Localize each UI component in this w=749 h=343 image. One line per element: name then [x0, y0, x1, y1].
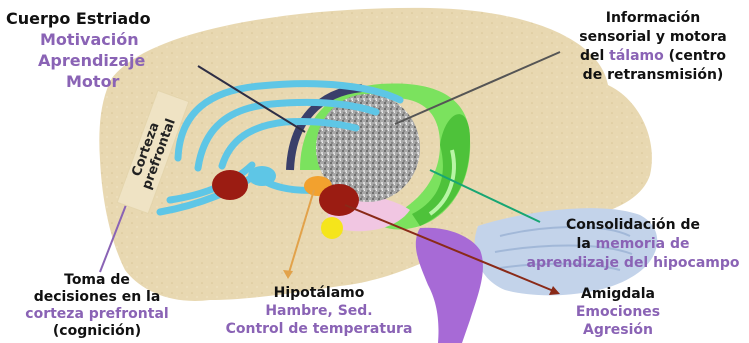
amygdala-shape-2: [319, 184, 359, 216]
hippocampus-line-text: la: [577, 236, 596, 252]
thalamus-line: del tálamo (centro: [560, 47, 746, 66]
hippocampus-label: Consolidación de la memoria de aprendiza…: [520, 216, 746, 273]
striatum-item: Motivación: [6, 29, 151, 50]
hippocampus-line: la memoria de: [520, 235, 746, 254]
decisions-label: Toma de decisiones en la corteza prefron…: [4, 272, 190, 340]
hypothalamus-item: Control de temperatura: [196, 320, 442, 338]
decisions-line: corteza prefrontal: [4, 306, 190, 323]
striatum-label: Cuerpo Estriado Motivación Aprendizaje M…: [6, 8, 151, 92]
amygdala-label: Amigdala Emociones Agresión: [562, 285, 674, 339]
decisions-line: decisiones en la: [4, 289, 190, 306]
pituitary: [321, 217, 343, 239]
hippocampus-highlight: memoria de: [596, 236, 690, 252]
amygdala-title: Amigdala: [562, 285, 674, 303]
thalamus-line-text: (centro: [664, 48, 726, 64]
striatum-item: Aprendizaje: [6, 50, 151, 71]
thalamus-line: Información: [560, 9, 746, 28]
hypothalamus-label: Hipotálamo Hambre, Sed. Control de tempe…: [196, 284, 442, 338]
hippocampus-line: aprendizaje del hipocampo: [520, 254, 746, 273]
amygdala-item: Agresión: [562, 321, 674, 339]
hypothalamus-title: Hipotálamo: [196, 284, 442, 302]
thalamus-label: Información sensorial y motora del tálam…: [560, 9, 746, 85]
decisions-line: (cognición): [4, 323, 190, 340]
hippocampus-line: Consolidación de: [520, 216, 746, 235]
thalamus-line-text: del: [580, 48, 609, 64]
hypothalamus-item: Hambre, Sed.: [196, 302, 442, 320]
striatum-item: Motor: [6, 71, 151, 92]
thalamus-highlight: tálamo: [609, 48, 664, 64]
amygdala-shape: [212, 170, 248, 200]
amygdala-item: Emociones: [562, 303, 674, 321]
thalamus-line: de retransmisión): [560, 66, 746, 85]
thalamus-line: sensorial y motora: [560, 28, 746, 47]
decisions-line: Toma de: [4, 272, 190, 289]
striatum-title: Cuerpo Estriado: [6, 8, 151, 29]
